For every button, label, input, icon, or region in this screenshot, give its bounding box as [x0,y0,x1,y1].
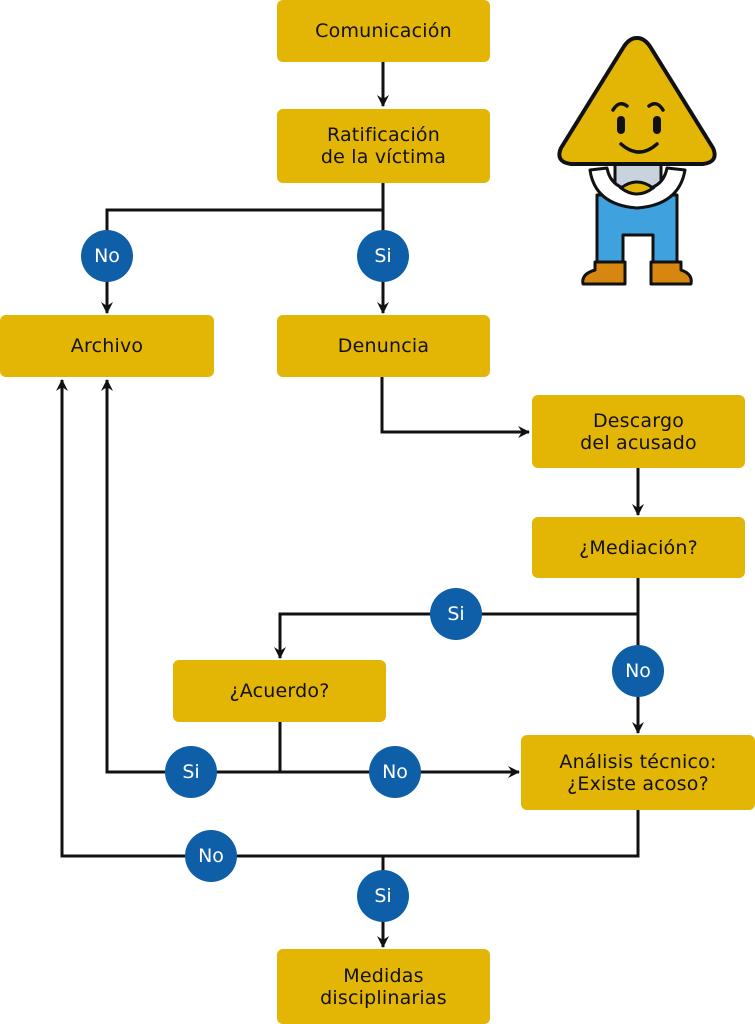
badge-acuerdo-si: Si [165,746,217,798]
triangle-mascot-icon [557,36,717,286]
mascot-right-eye [653,116,661,134]
mascot-head [557,36,717,166]
badge-analisis-si: Si [357,870,409,922]
connector-ratificacion-split [101,183,385,314]
badge-ratificacion-no: No [81,230,133,282]
node-ratificacion: Ratificación de la víctima [277,109,490,183]
node-denuncia: Denuncia [277,315,490,377]
badge-acuerdo-no: No [369,746,421,798]
mascot-left-brow [611,102,629,112]
badge-mediacion-si: Si [430,588,482,640]
mascot-right-brow [647,102,665,112]
mascot-right-boot [649,260,693,286]
mascot-left-boot [581,260,627,286]
badge-mediacion-no: No [612,645,664,697]
mascot-left-eye [617,116,625,134]
connector-denuncia-descargo [380,377,530,438]
badge-analisis-no: No [185,830,237,882]
node-medidas: Medidas disciplinarias [277,949,490,1024]
node-descargo: Descargo del acusado [532,395,745,468]
node-archivo: Archivo [0,315,214,377]
node-comunicacion: Comunicación [277,0,490,62]
mascot-smile [619,142,659,154]
node-mediacion: ¿Mediación? [532,517,745,578]
connector-acuerdo-archivo [101,379,280,774]
node-acuerdo: ¿Acuerdo? [173,660,386,722]
node-analisis: Análisis técnico: ¿Existe acoso? [521,735,755,810]
mascot-hands [618,180,656,196]
connector-analisis-archivo [56,379,640,858]
badge-ratificacion-si: Si [357,230,409,282]
